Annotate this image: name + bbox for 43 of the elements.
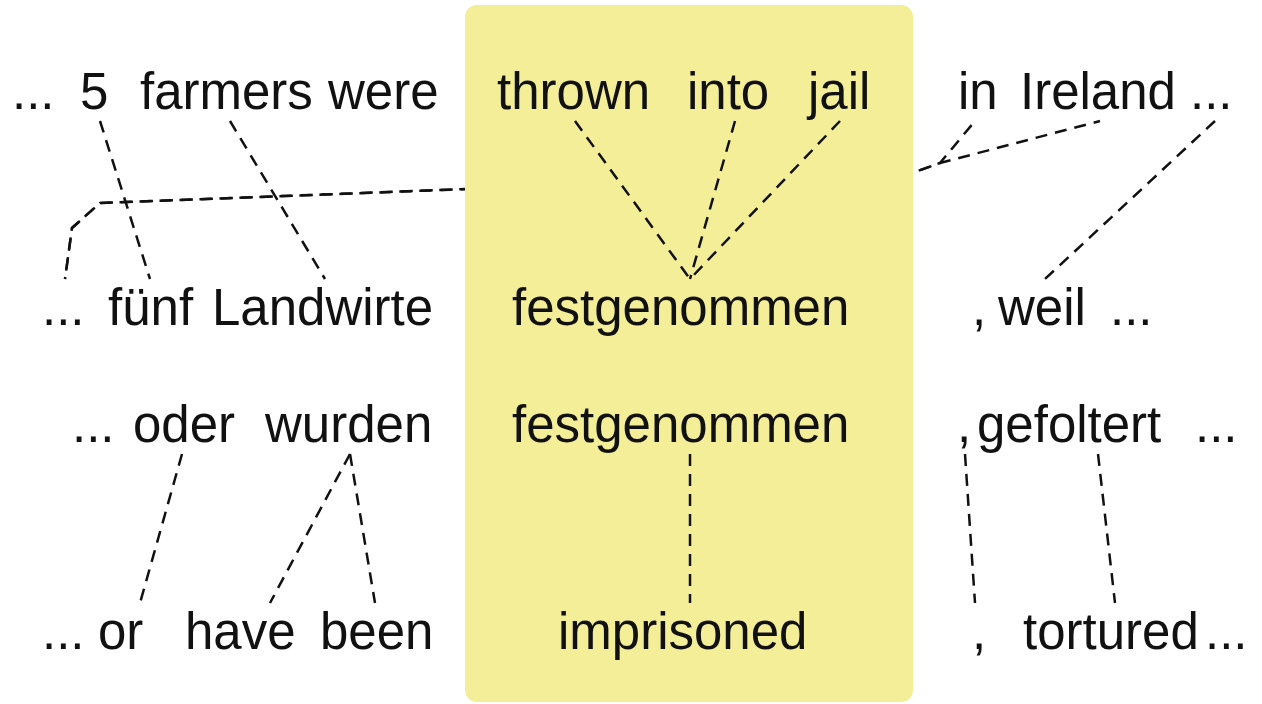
word: ... (1190, 63, 1233, 121)
highlight-band (465, 5, 913, 702)
word: ... (42, 279, 85, 337)
alignment-line (1096, 453, 1117, 604)
alignment-line (98, 120, 152, 280)
word: ... (1110, 279, 1153, 337)
word: in (958, 63, 998, 121)
alignment-line (688, 454, 692, 603)
alignment-line (688, 120, 737, 280)
word: tortured (1023, 603, 1199, 661)
word: jail (808, 63, 871, 121)
alignment-line (228, 120, 327, 280)
word: wurden (265, 396, 433, 454)
word: were (328, 63, 439, 121)
word: ... (1195, 396, 1238, 454)
word: festgenommen (512, 396, 850, 454)
alignment-line (348, 453, 377, 604)
word: , (972, 603, 987, 661)
word: imprisoned (558, 603, 808, 661)
word: have (185, 603, 296, 661)
alignment-line (268, 453, 352, 604)
word: oder (133, 396, 236, 454)
word: festgenommen (512, 279, 850, 337)
word: into (687, 63, 770, 121)
word: ... (72, 396, 115, 454)
word: , (957, 396, 972, 454)
word: Ireland (1020, 63, 1176, 121)
alignment-line (574, 120, 691, 280)
word: fünf (108, 279, 194, 337)
alignment-line (963, 453, 977, 604)
word: thrown (497, 63, 651, 121)
word: ... (12, 63, 55, 121)
alignment-line (1044, 120, 1216, 280)
word: ... (1205, 603, 1248, 661)
word: ... (42, 603, 85, 661)
word: or (98, 603, 144, 661)
word: been (320, 603, 434, 661)
word: 5 (80, 63, 109, 121)
word: farmers (140, 63, 313, 121)
word: gefoltert (977, 396, 1162, 454)
word: , (972, 279, 987, 337)
word: weil (998, 279, 1086, 337)
word: Landwirte (212, 279, 434, 337)
